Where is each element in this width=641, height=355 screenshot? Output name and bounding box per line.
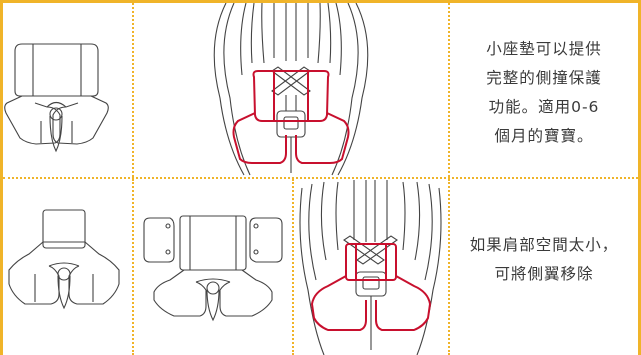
caption-line: 小座墊可以提供 <box>486 40 602 58</box>
column-divider <box>448 179 450 355</box>
car-seat-with-insert-illustration <box>134 3 447 177</box>
caption-line: 完整的側撞保護 <box>486 69 602 87</box>
column-divider <box>448 3 450 177</box>
infant-insert-illustration <box>3 3 131 177</box>
caption-line: 功能。適用0-6 <box>488 98 600 116</box>
column-divider <box>292 179 294 355</box>
row-divider <box>3 177 638 179</box>
column-divider <box>132 179 134 355</box>
insert-without-wings-illustration <box>3 180 131 355</box>
caption-line: 如果肩部空間太小， <box>469 236 619 254</box>
caption-line: 可將側翼移除 <box>494 265 594 283</box>
caption-row-1: 小座墊可以提供 完整的側撞保護 功能。適用0-6 個月的寶寶。 <box>450 35 638 151</box>
car-seat-without-wings-illustration <box>294 180 447 355</box>
column-divider <box>132 3 134 177</box>
caption-row-2: 如果肩部空間太小， 可將側翼移除 <box>450 231 638 289</box>
insert-with-detached-wings-illustration <box>134 180 291 355</box>
caption-line: 個月的寶寶。 <box>494 127 594 145</box>
